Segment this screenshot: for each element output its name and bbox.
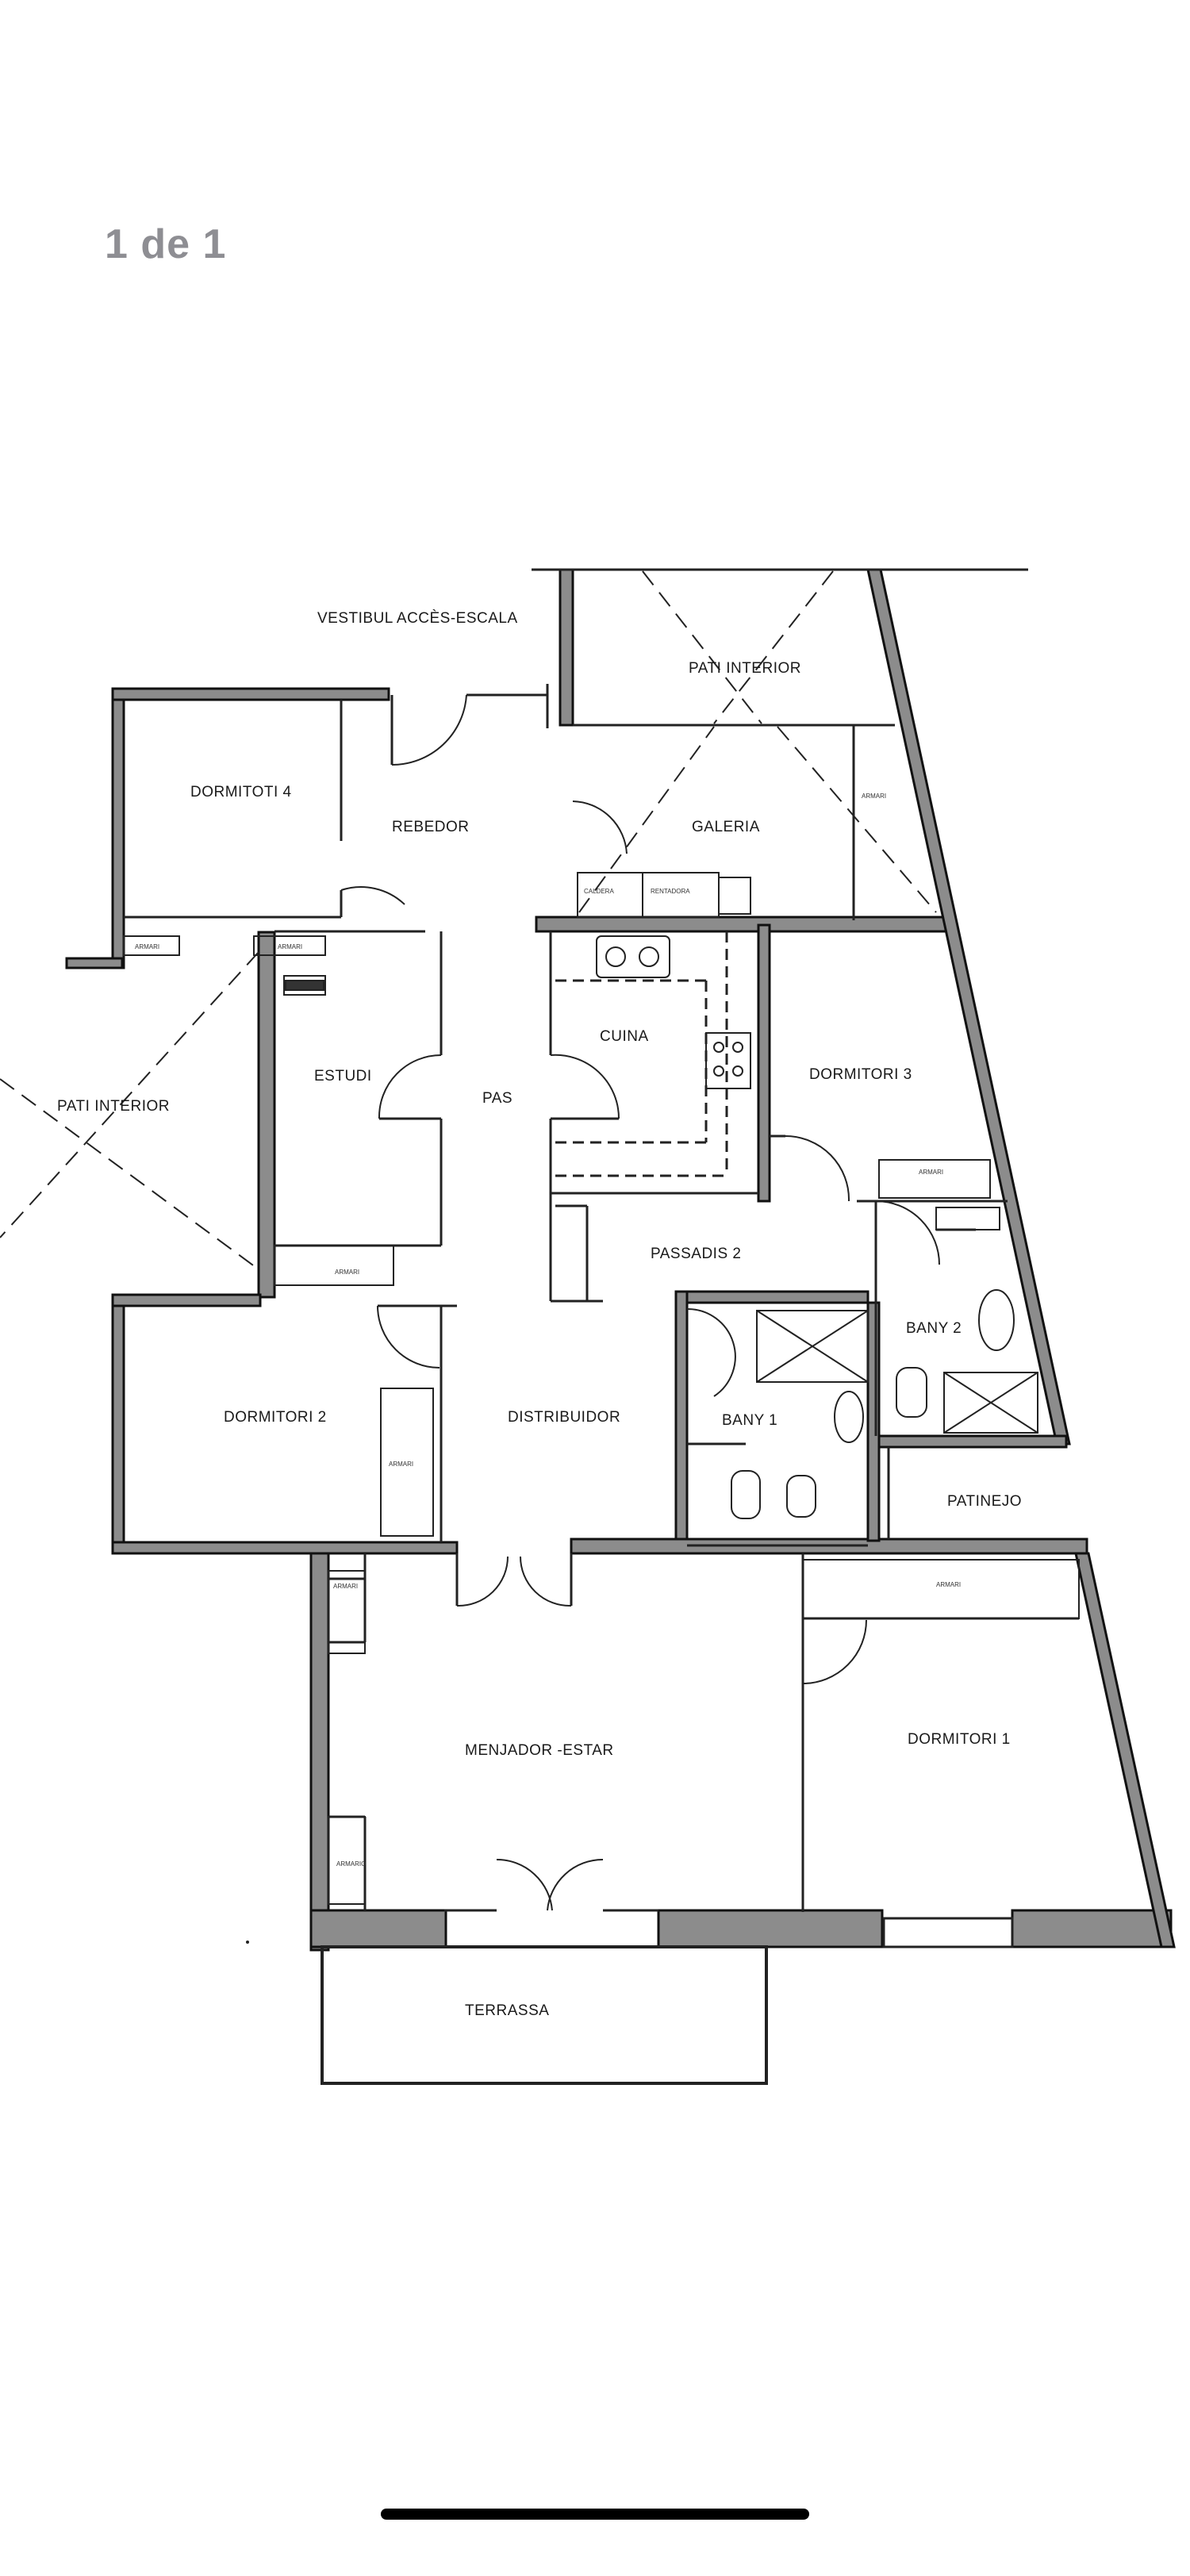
label-galeria: GALERIA — [692, 819, 760, 835]
home-indicator[interactable] — [381, 2509, 809, 2520]
label-vestibul: VESTIBUL ACCÈS-ESCALA — [317, 610, 518, 627]
label-dormitori-1: DORMITORI 1 — [908, 1731, 1011, 1748]
label-bany-1: BANY 1 — [722, 1412, 777, 1429]
dot-mark — [246, 1941, 249, 1944]
door-swings — [340, 694, 940, 1911]
fixtures — [123, 872, 1080, 1905]
label-dormitori-2: DORMITORI 2 — [224, 1409, 327, 1426]
label-cuina: CUINA — [600, 1028, 649, 1045]
label-armari-3: ARMARI — [335, 1269, 359, 1276]
label-dormitori-3: DORMITORI 3 — [809, 1066, 912, 1083]
label-armari-1: ARMARI — [135, 943, 159, 950]
fixture-labels: ARMARI ARMARI ARMARI ARMARI ARMARI ARMAR… — [135, 793, 961, 1868]
label-pati-interior-top: PATI INTERIOR — [689, 660, 801, 677]
label-distribuidor: DISTRIBUIDOR — [508, 1409, 620, 1426]
page-counter: 1 de 1 — [105, 221, 227, 267]
label-armari-8: ARMARIO — [336, 1860, 366, 1868]
label-armari-9: ARMARI — [936, 1581, 961, 1588]
label-estudi: ESTUDI — [314, 1068, 372, 1085]
walls — [65, 568, 1176, 1952]
label-pati-interior-left: PATI INTERIOR — [57, 1098, 170, 1115]
label-armari-4: ARMARI — [389, 1461, 413, 1468]
label-bany-2: BANY 2 — [906, 1320, 962, 1337]
room-labels: VESTIBUL ACCÈS-ESCALA PATI INTERIOR DORM… — [57, 610, 1022, 2019]
label-rentadora: RENTADORA — [651, 888, 690, 895]
label-armari-2: ARMARI — [278, 943, 302, 950]
label-patinejo: PATINEJO — [947, 1493, 1022, 1510]
label-armari-6: ARMARI — [862, 793, 886, 800]
pati-crosses — [0, 570, 937, 1270]
label-rebedor: REBEDOR — [392, 819, 469, 835]
label-armari-5: ARMARI — [919, 1169, 943, 1176]
label-passadis-2: PASSADIS 2 — [651, 1246, 741, 1262]
label-pas: PAS — [482, 1090, 512, 1107]
label-menjador-estar: MENJADOR -ESTAR — [465, 1742, 614, 1759]
label-armari-7: ARMARI — [333, 1583, 358, 1590]
label-terrassa: TERRASSA — [465, 2002, 549, 2019]
label-dormitori-4: DORMITOTI 4 — [190, 784, 292, 800]
label-caldera: CALDERA — [584, 888, 614, 895]
